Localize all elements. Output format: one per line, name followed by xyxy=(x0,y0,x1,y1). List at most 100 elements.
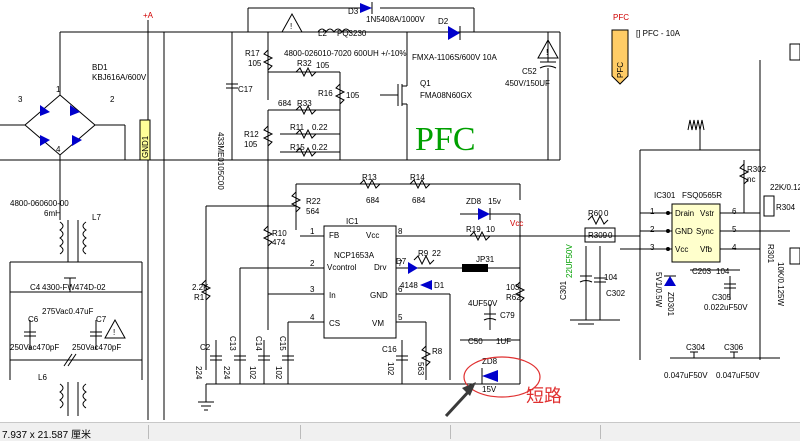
c79-ref: C79 xyxy=(500,311,515,320)
d3-value: 1N5408A/1000V xyxy=(366,15,425,24)
bd1-pin2: 2 xyxy=(110,95,115,104)
ic301-fsq0565r: IC301 FSQ0565R Drain Vstr GND Sync Vcc V… xyxy=(620,119,790,360)
r22-ref: R22 xyxy=(306,197,321,206)
warning-icon: ! xyxy=(281,12,303,33)
r309-ref: R309 xyxy=(588,231,608,240)
c4-desc: 275Vac0.47uF xyxy=(42,307,94,316)
bd1-pin4: 4 xyxy=(56,145,61,154)
r13-ref: R13 xyxy=(362,173,377,182)
l7-value: 6mH xyxy=(44,209,61,218)
q1-ref: Q1 xyxy=(420,79,431,88)
q1-value: FMA08N60GX xyxy=(420,91,473,100)
ic1-pin-vm: VM xyxy=(372,319,384,328)
c6-value: 250Vac470pF xyxy=(10,343,59,352)
ic301-pin-vfb: Vfb xyxy=(700,245,713,254)
d2-ref: D2 xyxy=(438,17,449,26)
shorted-zener-zd8: ZD8 15V 短路 xyxy=(444,356,562,418)
gnd1-flag: GND1 xyxy=(139,119,151,161)
l2-value: PQ3230 xyxy=(337,29,367,38)
c203-value: 104 xyxy=(716,267,730,276)
r11-ref: R11 xyxy=(290,123,305,132)
svg-text:!: ! xyxy=(113,328,115,337)
status-bar: 7.937 x 21.587 厘米 xyxy=(0,422,800,441)
r16-value: 105 xyxy=(346,91,360,100)
r301-ref: R301 xyxy=(766,244,775,264)
capacitor-c52: C52 450V/150UF xyxy=(505,32,557,160)
pfc-schematic: BD1 KBJ616A/600V 3 2 1 4 +A GND1 ! ! ! D… xyxy=(0,2,800,420)
r12-ref: R12 xyxy=(244,130,259,139)
arrow-icon xyxy=(444,382,476,418)
ic301-part: FSQ0565R xyxy=(682,191,722,200)
ic1-n5: 5 xyxy=(398,313,403,322)
top-rail-wires xyxy=(59,7,561,420)
annotation-short-circuit: 短路 xyxy=(526,386,562,407)
c7-value: 250Vac470pF xyxy=(72,343,121,352)
resistor-network: R17 105 R32 105 R16 105 R33 684 R12 105 … xyxy=(244,32,360,200)
ic1-n7: 7 xyxy=(398,259,403,268)
c4-value: 4300-FW474D-02 xyxy=(42,283,106,292)
capacitor-c17: C17 433ME0105C00 xyxy=(216,32,253,190)
vcc-label: Vcc xyxy=(510,219,523,228)
r60-ref: R60 xyxy=(588,209,603,218)
r304-value: 22K/0.125W xyxy=(770,183,800,192)
r302-value: nc xyxy=(747,175,755,184)
zd8-ref: ZD8 xyxy=(466,197,482,206)
d1-ref: D1 xyxy=(434,281,445,290)
c301-value: 22UF50V xyxy=(565,244,574,278)
c302-ref: C302 xyxy=(606,289,626,298)
r10-ref: R10 xyxy=(272,229,287,238)
c2-value: 224 xyxy=(194,366,203,380)
ic1-n6: 6 xyxy=(398,285,403,294)
c6-ref: C6 xyxy=(28,315,39,324)
c304-ref: C304 xyxy=(686,343,706,352)
c50-ref: C50 xyxy=(468,337,483,346)
status-divider xyxy=(600,425,601,439)
status-divider xyxy=(450,425,451,439)
ic1-n3: 3 xyxy=(310,285,315,294)
zd301-value: 5V1/0.5W xyxy=(654,272,663,308)
l2-ref: L2 xyxy=(318,29,327,38)
r9-value: 22 xyxy=(432,249,441,258)
c16-ref: C16 xyxy=(382,345,397,354)
r13-value: 684 xyxy=(366,196,380,205)
r12-value: 105 xyxy=(244,140,258,149)
svg-text:!: ! xyxy=(290,22,292,31)
c4-ref: C4 xyxy=(30,283,41,292)
c203-ref: C203 xyxy=(692,267,712,276)
mosfet-q1: Q1 FMA08N60GX xyxy=(380,79,473,110)
d7-value: 4148 xyxy=(400,281,418,290)
ic301-pin-gnd: GND xyxy=(675,227,693,236)
zd8b-value: 15V xyxy=(482,385,497,394)
bd1-ref: BD1 xyxy=(92,63,108,72)
r62-ref: R62 xyxy=(506,293,521,302)
r8-value: 563 xyxy=(416,362,425,376)
d7-ref: D7 xyxy=(396,257,407,266)
d3-ref: D3 xyxy=(348,7,359,16)
r15-value: 0.22 xyxy=(312,143,328,152)
zd8-value: 15v xyxy=(488,197,501,206)
plus-a-flag: +A xyxy=(143,11,154,32)
r8-ref: R8 xyxy=(432,347,443,356)
c304-value: 0.047uF50V xyxy=(664,371,708,380)
r302-ref: R302 xyxy=(747,165,767,174)
pfc-flag-top: PFC xyxy=(613,13,629,22)
c17-value: 433ME0105C00 xyxy=(216,132,225,190)
l7-ref: L7 xyxy=(92,213,101,222)
ic1-pin-fb: FB xyxy=(329,231,339,240)
bd1-pin1: 1 xyxy=(56,85,61,94)
c2-ref: C2 xyxy=(200,343,211,352)
c301-ref: C301 xyxy=(559,280,568,300)
inductor-l2: L2 PQ3230 4800-026010-7020 600UH +/-10% xyxy=(284,28,407,58)
r15-ref: R15 xyxy=(290,143,305,152)
ic1-pin-in: In xyxy=(329,291,336,300)
zener-zd8-top: ZD8 15v R19 10 Vcc xyxy=(466,197,523,242)
c302-value: 104 xyxy=(604,273,618,282)
ic1-ncp1653a: IC1 FB Vcc NCP1653A Vcontrol Drv In GND … xyxy=(310,217,403,339)
ic301-pin-drain: Drain xyxy=(675,209,694,218)
r1-ref: R1 xyxy=(194,293,205,302)
r17-ref: R17 xyxy=(245,49,260,58)
emi-filter: 4800-060600-00 6mH L7 C4 4300-FW474D-02 … xyxy=(9,160,143,416)
c7-ref: C7 xyxy=(96,315,107,324)
gate-drive: R9 22 4148 D7 D1 JP31 xyxy=(396,249,495,290)
r1-value: 2.2K xyxy=(192,283,209,292)
